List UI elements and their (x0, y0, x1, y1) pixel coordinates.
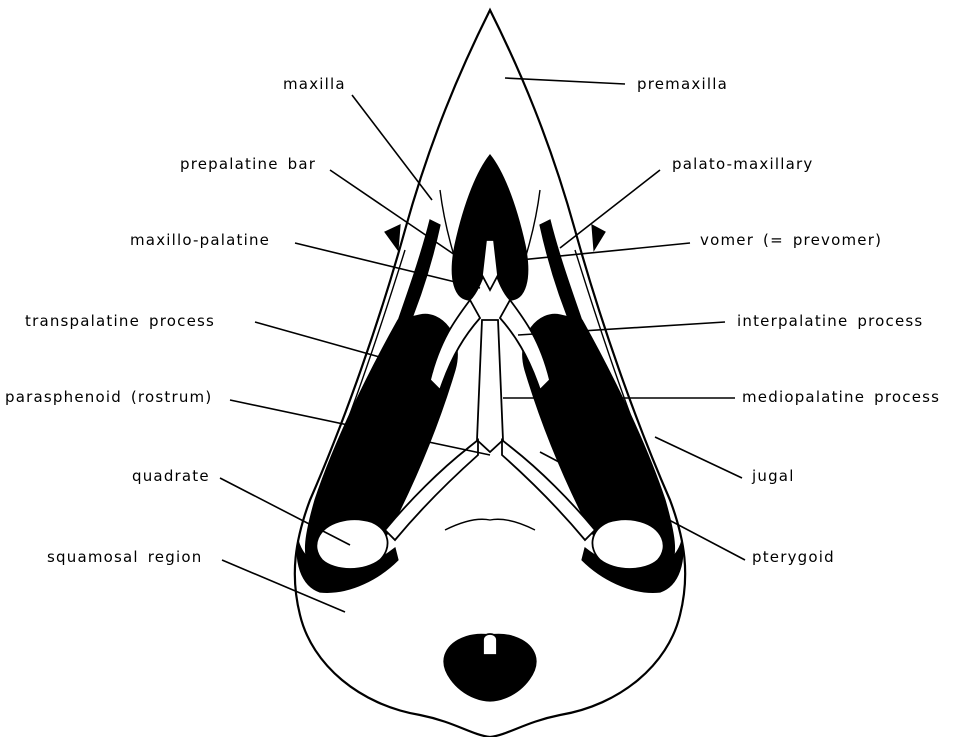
right-notch (592, 225, 605, 250)
leader-palato-maxillary (560, 170, 660, 248)
left-notch (385, 225, 400, 250)
left-quadrate (316, 519, 387, 569)
leader-maxilla (352, 95, 432, 200)
parasphenoid-rostrum (477, 320, 503, 452)
right-quadrate (592, 519, 663, 569)
occipital-condyle (483, 634, 497, 655)
leader-jugal (655, 437, 742, 478)
